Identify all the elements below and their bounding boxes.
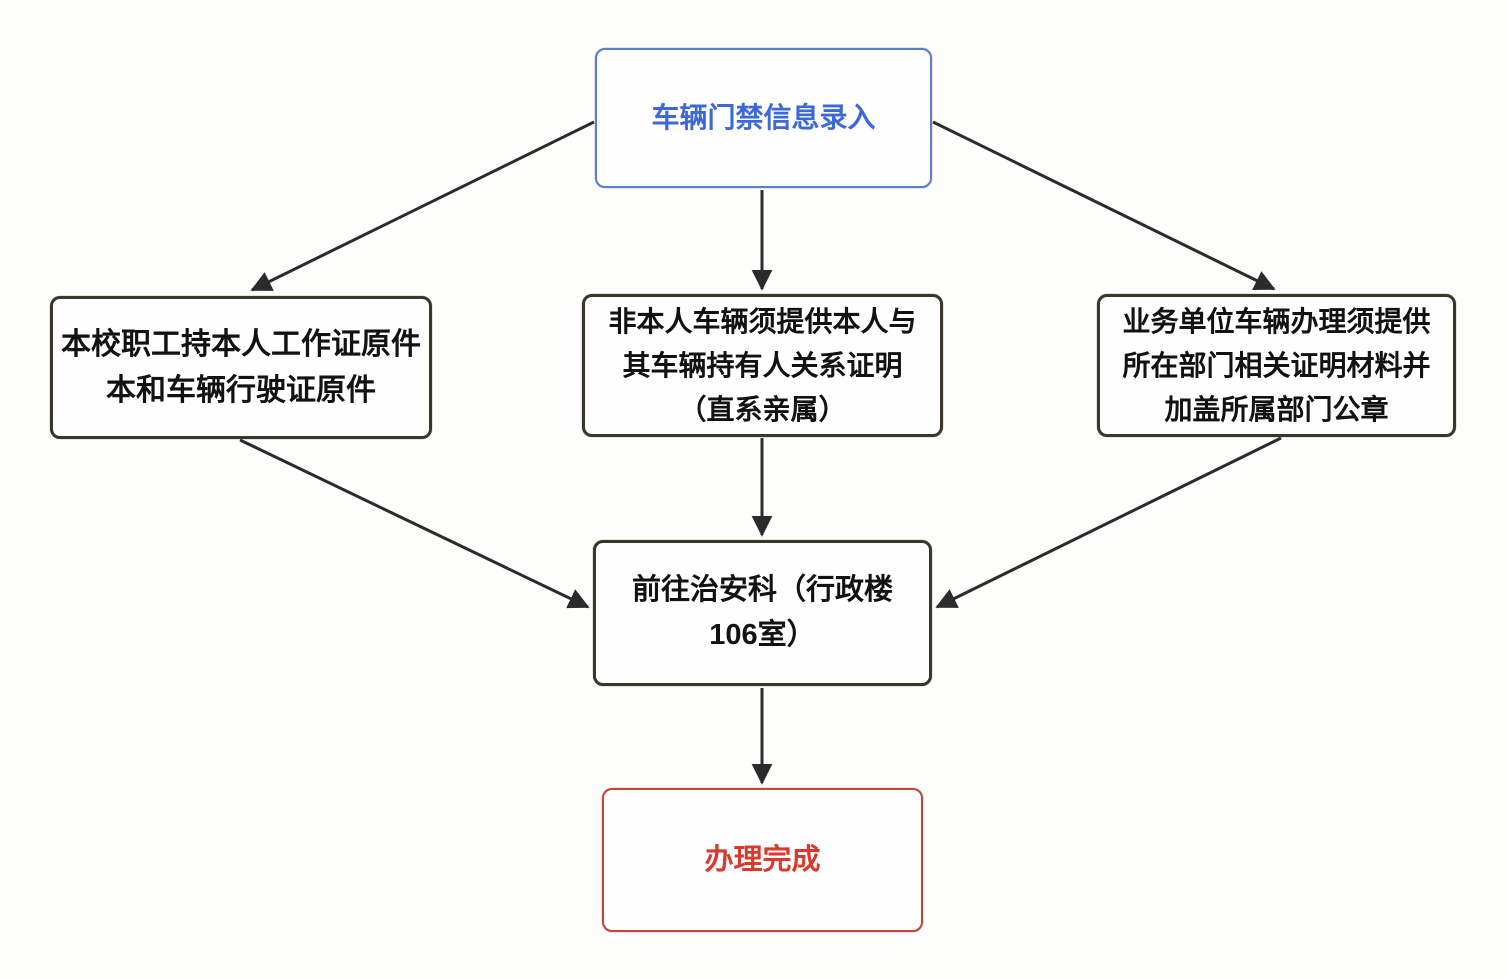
node-label-line: （直系亲属） <box>678 393 847 425</box>
node-process-complete: 办理完成 <box>602 788 923 932</box>
edge-start-staff <box>250 120 595 292</box>
node-label-line: 本和车辆行驶证原件 <box>106 373 376 407</box>
node-security-office: 前往治安科（行政楼 106室） <box>593 540 932 686</box>
node-label-line: 加盖所属部门公章 <box>1164 393 1389 425</box>
node-staff-documents: 本校职工持本人工作证原件 本和车辆行驶证原件 <box>50 296 432 439</box>
edge-start-business <box>932 120 1276 291</box>
node-non-owner-proof: 非本人车辆须提供本人与 其车辆持有人关系证明 （直系亲属） <box>582 294 943 437</box>
node-vehicle-access-entry: 车辆门禁信息录入 <box>595 48 932 188</box>
node-business-unit-materials: 业务单位车辆办理须提供 所在部门相关证明材料并 加盖所属部门公章 <box>1097 294 1456 437</box>
edge-staff-office <box>239 438 590 609</box>
node-label-line: 106室） <box>709 619 816 651</box>
node-label: 办理完成 <box>704 844 821 876</box>
node-label: 车辆门禁信息录入 <box>651 102 876 133</box>
edge-business-office <box>935 436 1282 609</box>
node-label-line: 所在部门相关证明材料并 <box>1122 349 1431 381</box>
node-label-line: 业务单位车辆办理须提供 <box>1122 305 1431 337</box>
node-label-line: 前往治安科（行政楼 <box>631 574 893 606</box>
node-label-line: 非本人车辆须提供本人与 <box>608 305 917 337</box>
node-label-line: 本校职工持本人工作证原件 <box>61 327 421 361</box>
node-label-line: 其车辆持有人关系证明 <box>622 349 903 381</box>
